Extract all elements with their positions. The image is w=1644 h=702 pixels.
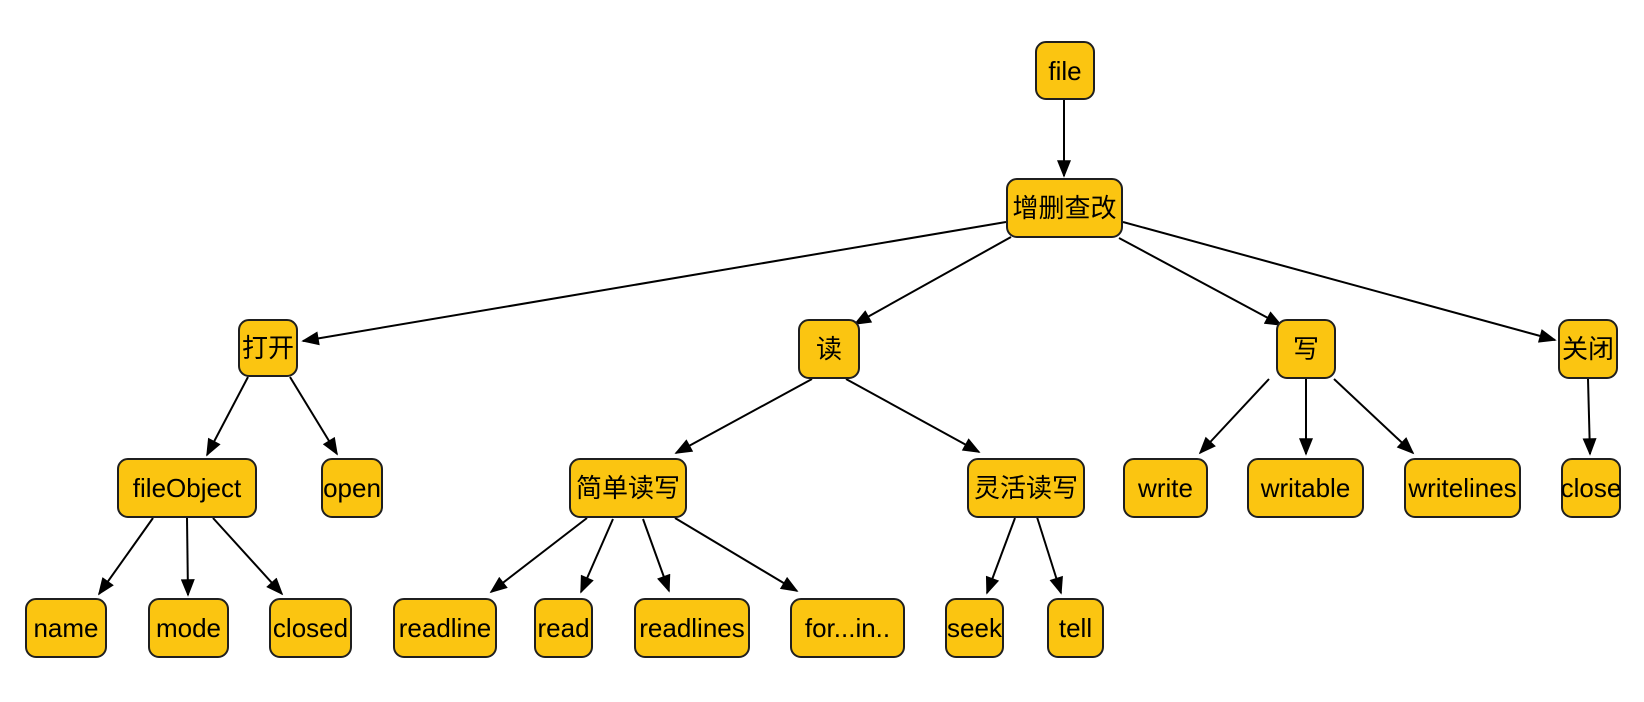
node-label: file (1048, 55, 1082, 86)
edge-flex-rw-to-tell (1036, 516, 1063, 595)
node-label: closed (272, 613, 349, 643)
node-label: readline (398, 613, 492, 643)
node-label: close (1560, 473, 1622, 503)
edge-write-cn-to-write (1198, 378, 1270, 455)
edge-fileObject-to-mode (180, 517, 195, 597)
node-simple-rw[interactable]: 简单读写 (569, 458, 687, 518)
node-label: write (1138, 473, 1193, 503)
node-label: 灵活读写 (973, 473, 1078, 503)
edge-simple-rw-to-for-in (674, 517, 799, 592)
node-label: seek (947, 613, 1002, 643)
edge-crud-to-write-cn (1118, 237, 1283, 326)
edge-read-cn-to-simple-rw (674, 378, 813, 454)
edge-simple-rw-to-readlines (642, 518, 671, 593)
node-readlines[interactable]: readlines (634, 598, 750, 658)
edge-open-cn-to-open (289, 376, 338, 456)
node-label: 关闭 (1562, 334, 1615, 364)
node-label: name (33, 613, 99, 643)
node-fileObject[interactable]: fileObject (117, 458, 257, 518)
edge-crud-to-open-cn (301, 221, 1007, 346)
node-label: open (323, 473, 381, 503)
node-label: 简单读写 (575, 473, 680, 503)
node-readline[interactable]: readline (393, 598, 497, 658)
node-seek[interactable]: seek (945, 598, 1004, 658)
node-file[interactable]: file (1035, 41, 1095, 100)
edge-fileObject-to-name (97, 517, 154, 596)
node-label: 增删查改 (1012, 193, 1117, 223)
node-label: read (537, 613, 590, 643)
node-open-cn[interactable]: 打开 (238, 319, 298, 377)
edge-flex-rw-to-seek (985, 517, 1016, 595)
edge-simple-rw-to-read (580, 518, 614, 594)
node-tell[interactable]: tell (1047, 598, 1104, 658)
node-label: writable (1260, 473, 1351, 503)
node-mode[interactable]: mode (148, 598, 229, 658)
edge-crud-to-read-cn (853, 236, 1012, 325)
node-writelines[interactable]: writelines (1404, 458, 1521, 518)
node-close-cn[interactable]: 关闭 (1558, 319, 1618, 379)
node-label: writelines (1408, 473, 1517, 503)
edge-crud-to-close-cn (1122, 221, 1557, 343)
node-label: mode (155, 613, 222, 643)
node-writable[interactable]: writable (1247, 458, 1364, 518)
node-write[interactable]: write (1123, 458, 1208, 518)
edge-write-cn-to-writelines (1333, 378, 1415, 455)
node-label: 读 (815, 334, 842, 364)
node-label: 打开 (242, 333, 295, 363)
node-closed[interactable]: closed (269, 598, 352, 658)
node-label: readlines (639, 613, 745, 643)
edge-close-cn-to-close (1582, 378, 1597, 456)
node-crud[interactable]: 增删查改 (1006, 178, 1123, 238)
node-flex-rw[interactable]: 灵活读写 (967, 458, 1085, 518)
node-label: tell (1058, 613, 1093, 643)
edge-fileObject-to-closed (212, 517, 284, 596)
node-read[interactable]: read (534, 598, 593, 658)
node-write-cn[interactable]: 写 (1276, 319, 1336, 379)
node-label: fileObject (132, 473, 242, 503)
node-label: 写 (1292, 334, 1319, 364)
edge-read-cn-to-flex-rw (845, 378, 981, 453)
node-read-cn[interactable]: 读 (798, 319, 860, 379)
node-close[interactable]: close (1561, 458, 1621, 518)
node-for-in[interactable]: for...in.. (790, 598, 905, 658)
node-open[interactable]: open (321, 458, 383, 518)
node-name[interactable]: name (25, 598, 107, 658)
edge-simple-rw-to-readline (489, 517, 588, 594)
node-label: for...in.. (804, 613, 891, 643)
edge-open-cn-to-fileObject (206, 376, 249, 457)
